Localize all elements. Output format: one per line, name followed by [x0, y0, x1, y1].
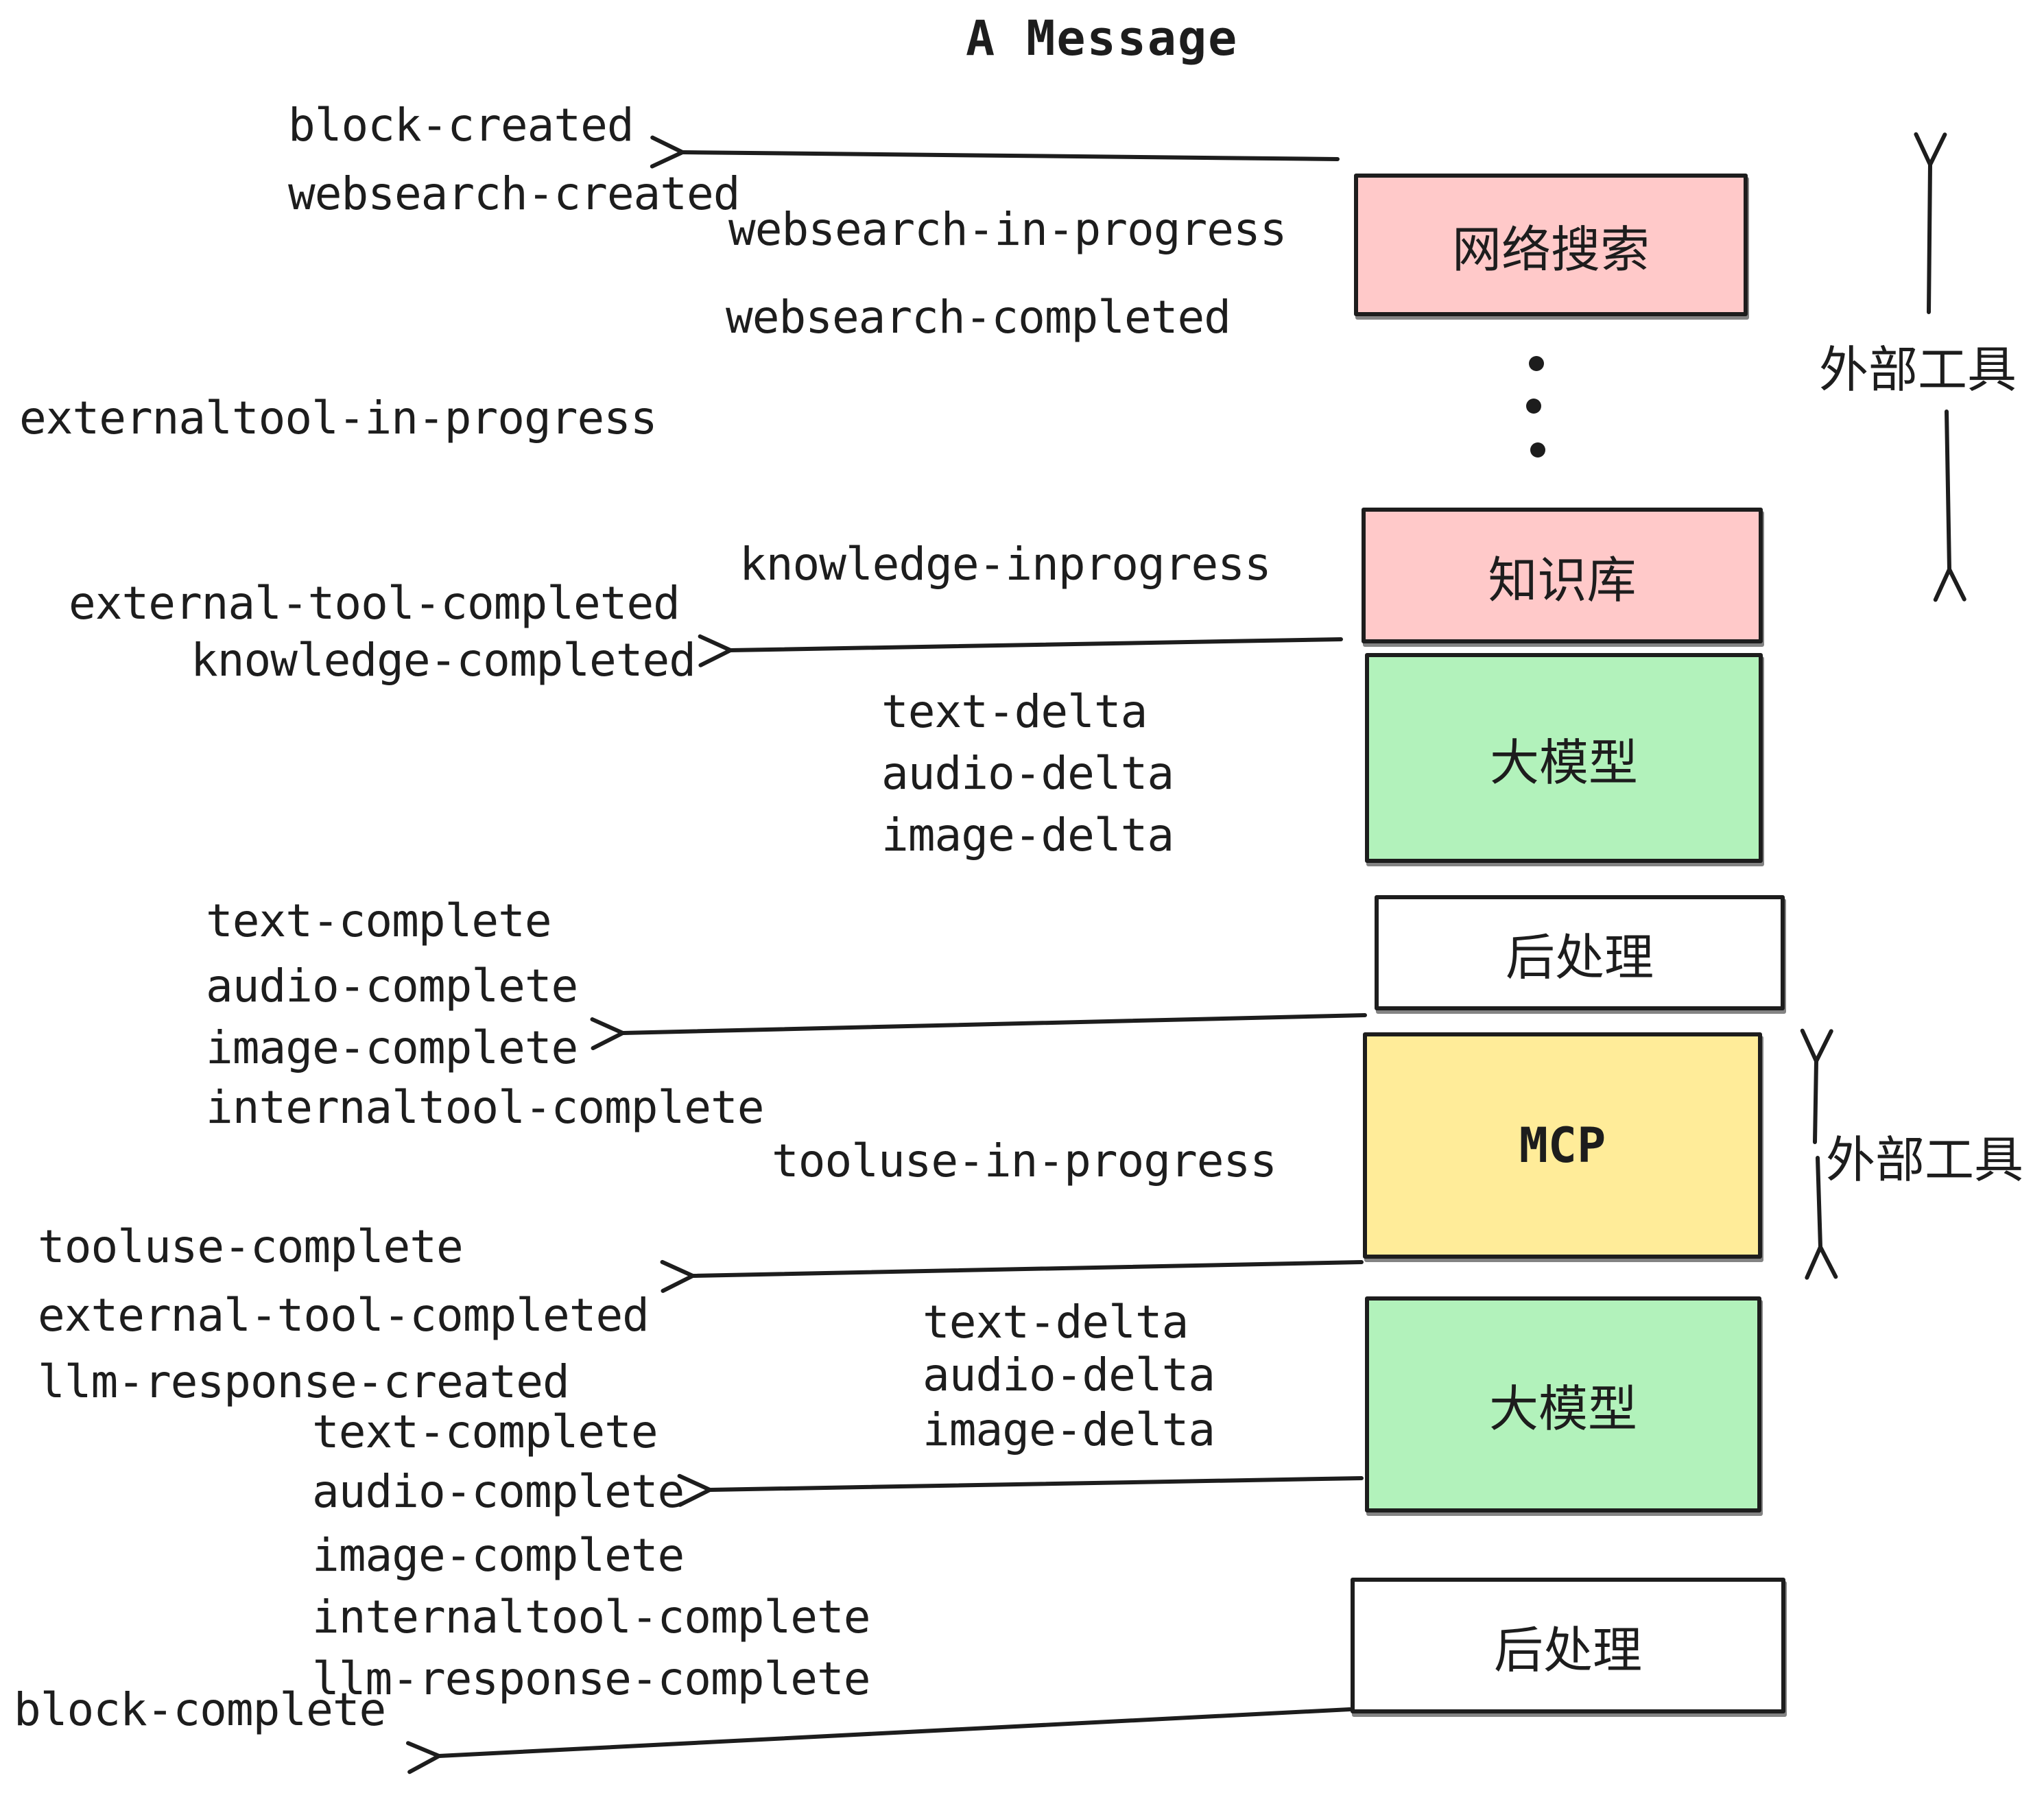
- arrow-to-audio-complete: [677, 1473, 1364, 1507]
- box-postprocess-1: 后处理: [1375, 895, 1785, 1010]
- box-knowledge: 知识库: [1362, 508, 1763, 643]
- event-label-websearch-completed: websearch-completed: [726, 291, 1231, 344]
- event-label-audio-complete: audio-complete: [206, 960, 578, 1012]
- event-label-tooluse-in-progress: tooluse-in-progress: [772, 1135, 1277, 1187]
- event-label-text-delta-2: text-delta: [923, 1296, 1189, 1349]
- external-tools-top-up-arrow: [1914, 132, 1947, 314]
- external-tools-mcp-down-arrow: [1805, 1156, 1838, 1280]
- box-postprocess-2-label: 后处理: [1493, 1621, 1642, 1679]
- event-label-image-complete: image-complete: [206, 1021, 578, 1074]
- annotation-external-tools-mcp: 外部工具: [1826, 1131, 2024, 1189]
- event-label-llm-response-complete: llm-response-complete: [312, 1652, 870, 1705]
- box-postprocess-2: 后处理: [1351, 1578, 1785, 1713]
- event-label-tooluse-complete: tooluse-complete: [38, 1220, 464, 1273]
- box-llm-1: 大模型: [1365, 653, 1763, 863]
- box-llm-2-label: 大模型: [1488, 1380, 1637, 1438]
- arrow-to-tooluse-complete: [660, 1259, 1364, 1293]
- arrow-to-block-complete: [405, 1707, 1352, 1775]
- ellipsis-dot: [1526, 399, 1541, 414]
- box-mcp-label: MCP: [1519, 1117, 1606, 1174]
- box-postprocess-1-label: 后处理: [1505, 928, 1654, 986]
- event-label-knowledge-completed: knowledge-completed: [191, 634, 696, 687]
- event-label-block-created: block-created: [288, 99, 634, 152]
- arrow-to-block-created: [650, 135, 1340, 169]
- annotation-external-tools-top: 外部工具: [1819, 341, 2017, 399]
- event-label-text-complete: text-complete: [206, 894, 552, 947]
- box-websearch: 网络搜索: [1354, 174, 1748, 316]
- event-label-externaltool-in-progress: externaltool-in-progress: [19, 392, 658, 444]
- event-label-external-tool-completed: external-tool-completed: [69, 577, 680, 630]
- event-label-audio-delta-2: audio-delta: [923, 1349, 1215, 1401]
- event-label-internaltool-complete: internaltool-complete: [206, 1081, 764, 1134]
- ellipsis-dot: [1529, 356, 1544, 371]
- event-label-external-tool-completed-2: external-tool-completed: [38, 1289, 650, 1342]
- event-label-websearch-in-progress: websearch-in-progress: [728, 203, 1287, 256]
- event-label-llm-response-created: llm-response-created: [38, 1355, 570, 1408]
- box-websearch-label: 网络搜索: [1451, 220, 1650, 278]
- event-label-internaltool-complete-2: internaltool-complete: [312, 1591, 870, 1643]
- event-label-audio-complete-2: audio-complete: [312, 1465, 685, 1518]
- event-label-image-delta: image-delta: [881, 809, 1174, 862]
- arrow-to-knowledge-completed: [698, 634, 1343, 667]
- arrow-to-image-complete: [590, 1013, 1367, 1051]
- event-label-image-complete-2: image-complete: [312, 1529, 685, 1582]
- ellipsis-dot: [1530, 442, 1545, 458]
- event-label-knowledge-inprogress: knowledge-inprogress: [739, 538, 1272, 591]
- event-label-block-complete: block-complete: [14, 1683, 386, 1736]
- box-llm-1-label: 大模型: [1489, 733, 1638, 792]
- box-llm-2: 大模型: [1365, 1296, 1761, 1512]
- diagram-title: A Message: [966, 10, 1239, 67]
- event-label-text-delta: text-delta: [881, 685, 1148, 738]
- event-label-text-complete-2: text-complete: [312, 1405, 658, 1458]
- external-tools-top-down-arrow: [1933, 410, 1966, 602]
- box-mcp: MCP: [1363, 1032, 1762, 1259]
- event-label-websearch-created: websearch-created: [288, 167, 741, 220]
- event-label-audio-delta: audio-delta: [881, 747, 1174, 800]
- box-knowledge-label: 知识库: [1488, 551, 1637, 609]
- event-label-image-delta-2: image-delta: [923, 1403, 1215, 1456]
- external-tools-mcp-up-arrow: [1800, 1028, 1833, 1144]
